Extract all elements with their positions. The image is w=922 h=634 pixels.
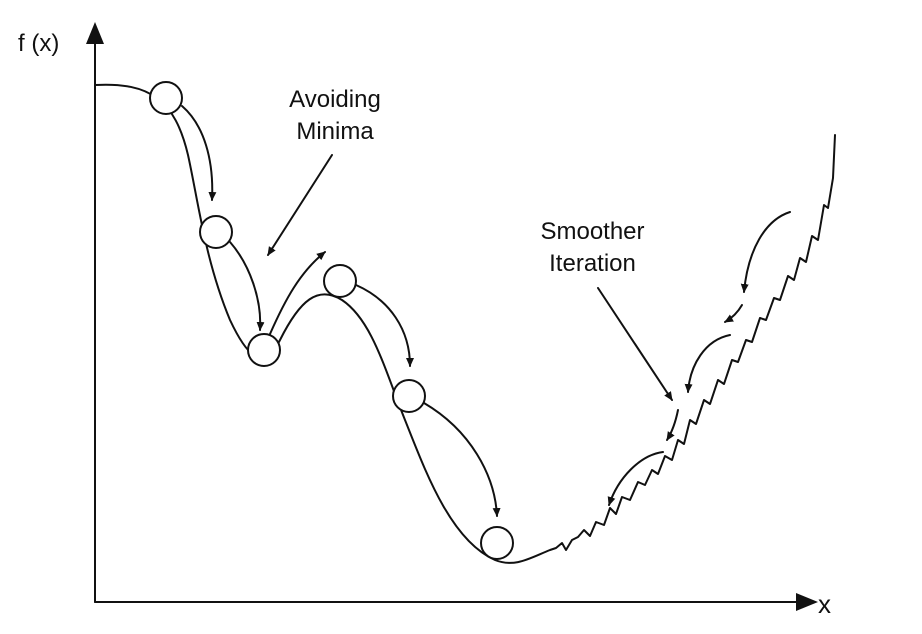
ball-6 [480,526,514,560]
ball-1 [149,81,183,115]
ball-3 [247,333,281,367]
ball-2 [199,215,233,249]
step-arrows [181,105,501,517]
smoother-iteration-pointer [597,287,673,401]
smoother-iteration-label: Smoother Iteration [505,216,680,280]
step-arrow-1 [181,105,217,201]
avoiding-minima-pointer [267,154,333,256]
step-arrow-4 [355,284,414,367]
ball-5 [392,379,426,413]
smoother-arrows [607,211,791,506]
balls [149,81,514,560]
objective-curve [94,83,836,564]
step-arrow-3 [269,251,326,335]
smooth-arrow-4 [724,304,743,323]
smooth-arrow-5 [740,211,791,293]
axes [86,22,818,611]
smooth-arrow-1 [607,451,664,506]
y-axis-arrowhead [86,22,104,44]
avoiding-minima-label: Avoiding Minima [265,84,405,148]
avoiding-minima-line-2: Minima [296,118,374,145]
smooth-arrow-3 [684,334,731,393]
step-arrow-5 [423,402,501,517]
y-axis-label: f (x) [18,30,60,57]
step-arrow-2 [229,241,265,331]
ball-4 [323,264,357,298]
x-axis-label: x [818,589,831,619]
avoiding-minima-line-1: Avoiding [289,86,381,113]
x-axis-arrowhead [796,593,818,611]
smooth-arrow-2 [666,409,679,441]
smoother-iteration-line-1: Smoother [540,218,645,245]
smoother-iteration-line-2: Iteration [549,250,636,277]
